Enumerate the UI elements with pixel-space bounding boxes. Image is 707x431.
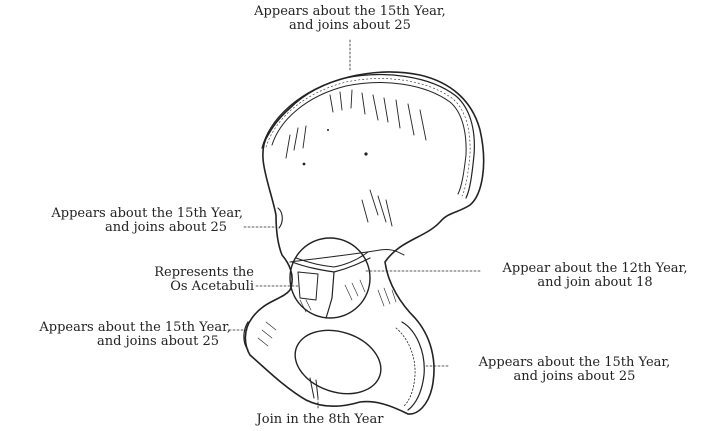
label-bottom-line1: Join in the 8th Year [220,413,420,427]
label-right-middle-line2: and join about 18 [485,276,705,290]
label-left-upper-line2: and joins about 25 [3,221,227,235]
label-acetabuli-line2: Os Acetabuli [104,280,254,294]
ischial-epiphysis [402,322,424,410]
bone-outline [245,72,483,414]
label-left-lower: Appears about the 15th Year, and joins a… [3,321,231,349]
iliac-striations [286,90,426,226]
label-top-line1: Appears about the 15th Year, [225,5,475,19]
os-acetabuli [298,272,318,300]
ant-inf-spine-epiphysis [278,208,282,228]
label-bottom: Join in the 8th Year [220,413,420,427]
label-right-middle-line1: Appear about the 12th Year, [485,262,705,276]
label-left-upper: Appears about the 15th Year, and joins a… [3,207,243,235]
label-right-lower-line2: and joins about 25 [452,370,697,384]
label-left-lower-line1: Appears about the 15th Year, [3,321,231,335]
label-left-lower-line2: and joins about 25 [3,335,219,349]
leader-lines [229,40,482,408]
label-top-line2: and joins about 25 [225,19,475,33]
label-left-upper-line1: Appears about the 15th Year, [3,207,243,221]
obturator-foramen [287,320,389,404]
label-acetabuli: Represents the Os Acetabuli [104,266,254,294]
iliac-crest-epiphysis [262,75,474,198]
label-right-middle: Appear about the 12th Year, and join abo… [485,262,705,290]
label-right-lower-line1: Appears about the 15th Year, [452,356,697,370]
label-right-lower: Appears about the 15th Year, and joins a… [452,356,697,384]
label-acetabuli-line1: Represents the [104,266,254,280]
label-top: Appears about the 15th Year, and joins a… [225,5,475,33]
